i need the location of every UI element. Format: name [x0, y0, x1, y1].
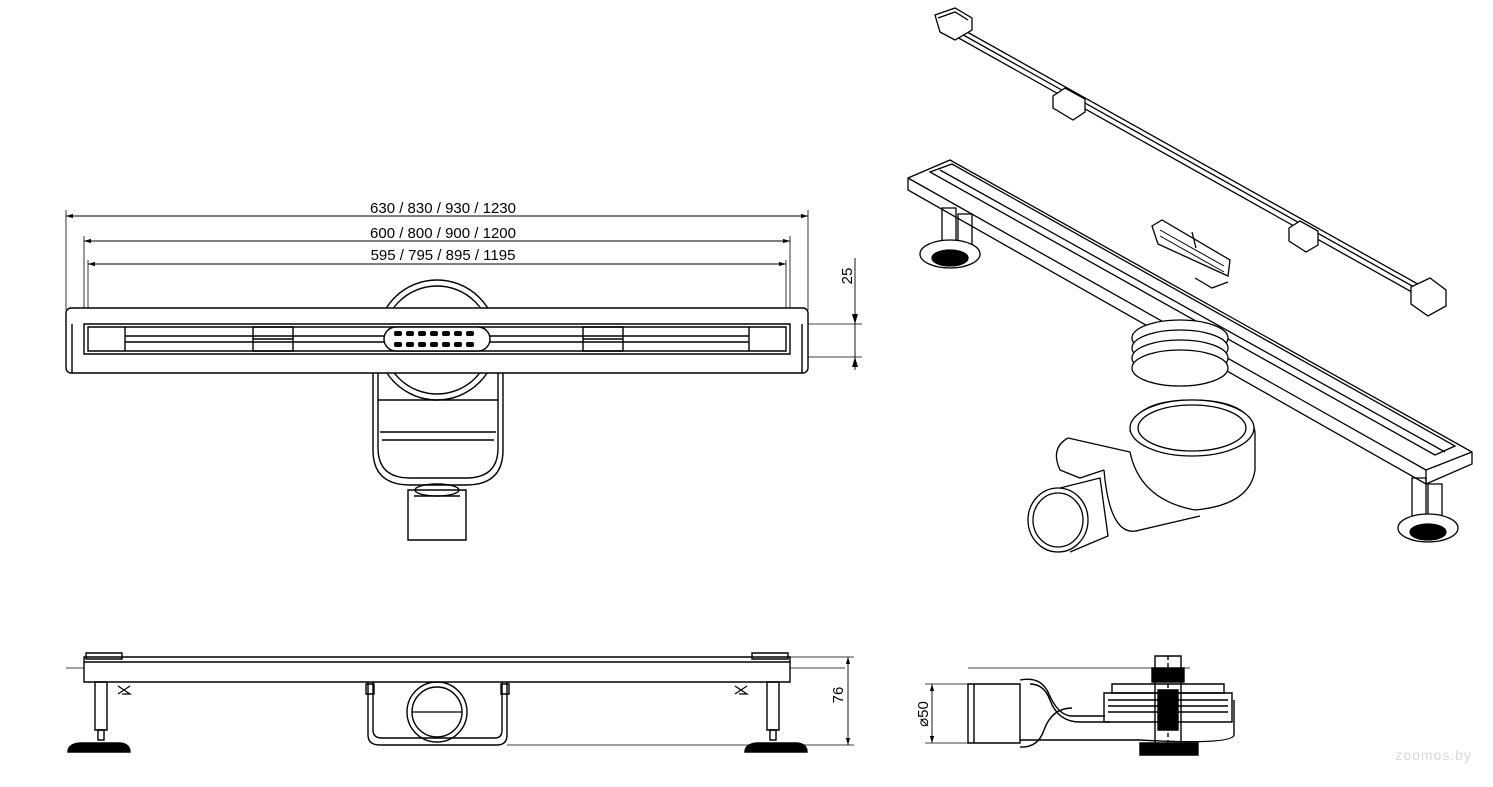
- right-foot-pad: [745, 743, 807, 752]
- top-view: [66, 210, 862, 540]
- diameter-50-value: 50: [915, 701, 932, 718]
- side-view: [66, 653, 854, 752]
- outlet-circle-side: [407, 682, 467, 742]
- trap-section-view: [925, 656, 1234, 755]
- strainer-top: [384, 327, 490, 351]
- height-76-label: 76: [830, 687, 847, 704]
- outlet-pipe-section: [968, 684, 1020, 743]
- iso-outlet-pipe: [1028, 488, 1088, 552]
- channel-length-label: 600 / 800 / 900 / 1200: [370, 225, 516, 242]
- height-25-label: 25: [839, 268, 856, 285]
- overall-length-label: 630 / 830 / 930 / 1230: [370, 200, 516, 217]
- channel-side: [84, 657, 790, 682]
- trap-side-body: [368, 682, 507, 745]
- outlet-pipe-top: [408, 490, 466, 540]
- left-foot-pad: [68, 743, 130, 752]
- iso-seal-ring: [1132, 350, 1228, 386]
- diameter-50-label: ⌀50: [915, 701, 932, 727]
- grate-frame: [84, 324, 790, 354]
- isometric-view: [908, 8, 1472, 552]
- watermark: zoomos.by: [1395, 747, 1472, 763]
- grate-length-label: 595 / 795 / 895 / 1195: [371, 247, 516, 264]
- trap-body: [373, 373, 503, 485]
